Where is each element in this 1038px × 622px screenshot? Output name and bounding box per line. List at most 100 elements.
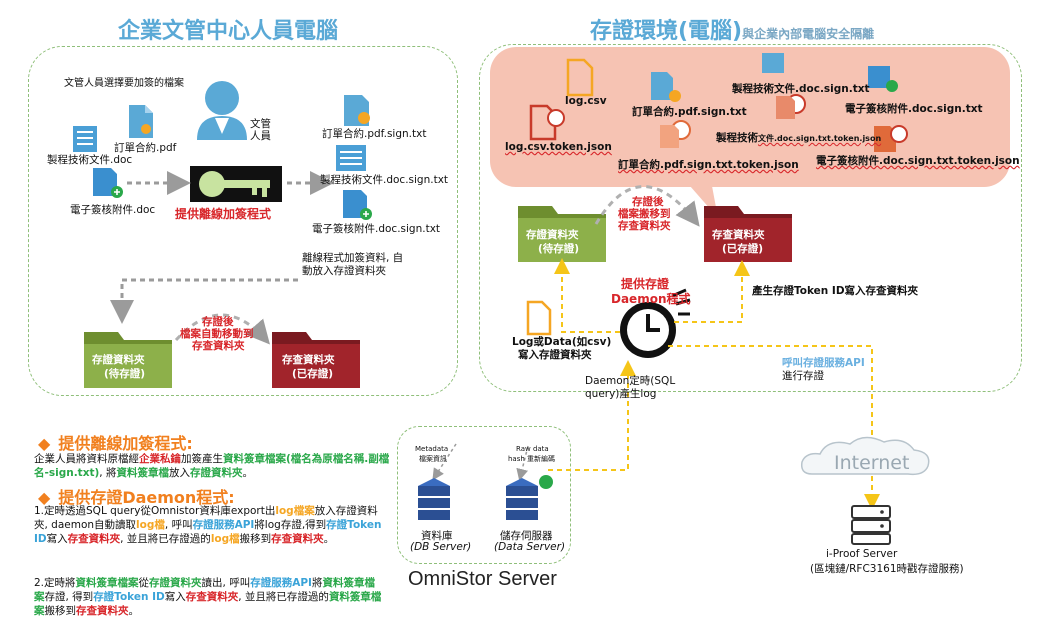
p1-c: 放入存 [314,505,347,517]
sec1-g: 資料簽章檔 [116,467,169,479]
ds-label-2: (Data Server) [494,541,566,553]
log-token-icon [529,104,565,141]
p2-g: 將 [311,577,323,589]
arrow-to-pending-folder [110,278,298,324]
log-write-note-1: Log或Data(如csv) [512,336,612,348]
pdf-sign-label: 訂單合約.pdf.sign.txt [632,106,747,118]
doc-token-label: 製程技術文件.doc.sign.txt.token.json [716,130,881,145]
section-2-title: ◆提供存證Daemon程式: [38,488,235,507]
p1-d: 證資料夾, daemon自動讀取 [34,505,378,531]
doc-sign-file-icon [336,145,366,171]
out-pdf-label: 訂單合約.pdf.sign.txt [322,128,427,140]
right-pending-label-1: 存證資料夾 [526,229,579,241]
right-done-folder [704,206,792,262]
doc-token-label-b: 文件.doc.sign.txt.token.json [758,134,882,143]
sec1-a: 企業人員將資料原檔經 [34,453,139,465]
p1-g: 存證服務API [192,519,255,531]
p2-l: 寫入 [164,591,186,603]
person-label-1: 文管 [250,118,271,130]
p1-f: , 呼叫 [164,519,193,531]
p2-c: 從 [138,577,150,589]
data-server-icon [506,475,553,520]
file-pdf-label: 訂單合約.pdf [114,142,177,154]
p1-o: 搬移到 [239,533,272,545]
iproof-label-2: (區塊鏈/RFC3161時戳存證服務) [810,563,964,575]
p2-a: 2.定時將 [34,577,76,589]
db-label-2: (DB Server) [410,541,472,553]
p2-f: 存證服務API [250,577,312,589]
p1-l: 存查資料夾 [67,533,121,545]
raw-label-1: Raw data [516,445,549,453]
p1-m: , 並且將已存證過的 [120,533,211,545]
right-title: 存證環境(電腦)與企業內部電腦安全隔離 [590,13,874,45]
left-move-note-1: 存證後 [202,316,234,328]
daemon-label-2: Daemon程式 [611,292,691,306]
iproof-label-1: i-Proof Server [826,548,898,560]
sec1-j: 。 [242,467,253,479]
person-label-2: 人員 [250,130,271,142]
right-title-sub: 與企業內部電腦安全隔離 [742,27,875,41]
daemon-label-1: 提供存證 [621,277,670,291]
call-api-note-1: 呼叫存證服務API [782,357,865,369]
p1-b: log檔案 [275,505,315,517]
right-move-note-2: 檔案搬移到 [618,208,671,220]
line-daemon-to-internet [668,345,873,448]
p1-j: 存證Token ID [34,519,382,545]
right-move-note-3: 存查資料夾 [618,220,671,232]
meta-label-1: Metadata [415,445,449,453]
right-panel [479,44,1022,392]
doc-sign-label: 製程技術文件.doc.sign.txt [732,83,870,95]
token-area [490,47,1010,187]
section-2-para-2: 2.定時將資料簽章檔案從存證資料夾讀出, 呼叫存證服務API將資料簽章檔案存證,… [34,576,384,618]
p2-p: 資料簽章檔案 [34,591,382,617]
right-pending-label-2: (待存證) [538,243,580,255]
att-sign-token-icon [868,66,908,152]
p2-n: , 並且將已存 [238,591,298,603]
left-done-label-2: (已存證) [292,368,334,380]
left-done-folder [272,332,360,388]
internet-cloud-icon [800,436,930,476]
pdf-file-icon [129,105,153,138]
right-title-main: 存證環境(電腦) [590,19,743,44]
meta-label-2: 檔案資訊 [419,455,447,463]
doc-sign-token-icon [762,53,806,119]
arrow-meta-to-db [432,443,457,481]
sec1-e: 檔名稱.副檔名-sign.txt) [34,453,390,479]
p1-p: 存查資料夾 [271,533,324,545]
pdf-token-label: 訂單合約.pdf.sign.txt.token.json [618,159,799,171]
p2-m: 存查資料夾 [185,591,239,603]
internet-label: Internet [834,452,910,474]
left-pending-folder [84,332,172,388]
right-done-label-1: 存查資料夾 [712,229,765,241]
left-move-note-3: 存查資料夾 [192,340,245,352]
out-attach-label: 電子簽核附件.doc.sign.txt [312,223,441,235]
p1-n: log檔 [210,533,240,545]
daemon-clock-icon [620,288,691,358]
right-done-label-2: (已存證) [722,243,764,255]
p1-a: 1.定時透過SQL query從Omnistor資料庫export出 [34,505,276,517]
p2-j: 存證, 得到 [44,591,94,603]
pdf-sign-token-icon [651,72,691,148]
p2-q: 搬移到 [44,605,77,617]
left-panel [28,46,458,396]
section-1-body: 企業人員將資料原檔經企業私鑰加簽產生資料簽章檔案(檔名為原檔名稱.副檔名-sig… [34,452,390,480]
p1-e: log檔 [136,519,165,531]
log-csv-icon [566,58,594,97]
right-move-note-1: 存證後 [632,196,664,208]
p1-h: 將log存證,得 [254,519,316,531]
token-write-note: 產生存證Token ID寫入存查資料夾 [752,285,919,297]
call-api-note-2: 進行存證 [782,370,824,382]
p2-r: 存查資料夾 [76,605,129,617]
file-attach-label: 電子簽核附件.doc [70,204,156,216]
sec1-c: 加簽產生 [181,453,223,465]
p2-s: 。 [128,605,140,617]
p2-h: 資 [322,577,333,589]
p2-d: 存證資料夾 [149,577,202,589]
log-write-note-2: 寫入存證資料夾 [518,349,592,361]
section-1-title: ◆提供離線加簽程式: [38,434,193,453]
p2-b: 資料簽章檔案 [75,577,139,589]
attach-sign-file-icon [343,190,372,220]
left-pending-label-1: 存證資料夾 [92,354,145,366]
left-move-note-2: 檔案自動移動到 [180,328,254,340]
key-label: 提供離線加簽程式 [175,207,272,221]
